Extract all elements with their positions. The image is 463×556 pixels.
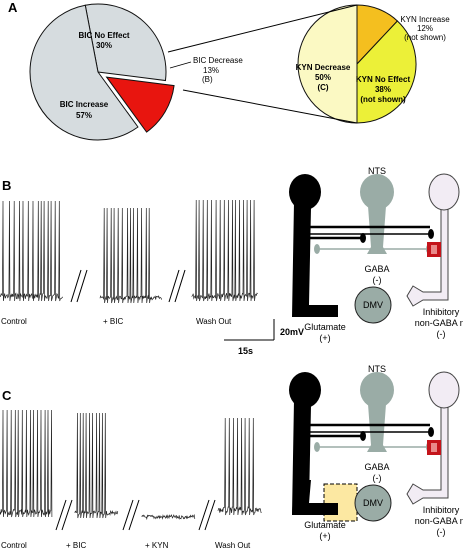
- circuit-diagram-c: NTSDMVGABA(-)Glutamate(+)Inhibitorynon-G…: [289, 364, 463, 541]
- dmv-neuron: [354, 286, 392, 324]
- inhibitory-label-1: Inhibitory: [423, 505, 460, 515]
- inhibitory-sign: (-): [437, 527, 446, 537]
- kyn-pie-chart: [297, 4, 417, 124]
- gaba-axon: [367, 404, 387, 452]
- gaba-neuron-soma: [360, 372, 394, 408]
- trace-c-label-bic: + BIC: [66, 541, 86, 550]
- trace-c-break-2: [122, 499, 140, 531]
- trace-c-washout: [217, 417, 262, 516]
- kyn-highlight-box: [323, 483, 358, 522]
- glutamate-process-2: [303, 227, 362, 240]
- dmv-label: DMV: [363, 300, 383, 310]
- trace-b-washout: [191, 199, 258, 302]
- inhibitory-label-1: Inhibitory: [423, 307, 460, 317]
- gaba-sign: (-): [373, 473, 382, 483]
- inhibitory-label-2: non-GABA nt: [415, 318, 463, 328]
- trace-c-control: [0, 409, 53, 518]
- synapse-terminal: [314, 442, 320, 452]
- kyn-no-effect-note: (not shown): [360, 95, 406, 104]
- trace-b-bic: [99, 207, 163, 304]
- glutamate-process-1: [303, 410, 430, 427]
- bic-no-effect-label: BIC No Effect: [78, 31, 129, 40]
- bic-no-effect-value: 30%: [96, 41, 112, 50]
- trace-b-label-washout: Wash Out: [196, 317, 232, 326]
- scale-bar-time: 15s: [238, 346, 253, 356]
- kyn-increase-label: KYN Increase: [400, 15, 450, 24]
- panel-c-label: C: [2, 388, 12, 403]
- kyn-increase-note: (not shown): [404, 33, 446, 42]
- pie-slice-bic-decrease: [105, 76, 175, 133]
- pie-slice-kyn-no-effect: [356, 20, 417, 124]
- bic-decrease-note: (B): [202, 75, 213, 84]
- glutamate-sign: (+): [319, 333, 330, 343]
- panel-b-label: B: [2, 178, 11, 193]
- glutamate-label: Glutamate: [304, 520, 346, 530]
- bic-increase-label: BIC Increase: [60, 100, 109, 109]
- pie-slice-bic-increase: [29, 4, 139, 141]
- trace-c-label-washout: Wash Out: [215, 541, 251, 550]
- trace-b-label-bic: + BIC: [103, 317, 123, 326]
- synapse-terminal: [428, 229, 434, 239]
- gaba-neuron-soma: [360, 174, 394, 210]
- inhibitory-axon: [406, 206, 449, 307]
- glutamate-sign: (+): [319, 531, 330, 541]
- inhibitory-sign: (-): [437, 329, 446, 339]
- glutamate-neuron-soma: [289, 372, 321, 408]
- kyn-no-effect-label: KYN No Effect: [356, 75, 411, 84]
- inhibitory-neuron-soma: [428, 371, 460, 409]
- trace-b-label-control: Control: [1, 317, 27, 326]
- trace-c-label-control: Control: [1, 541, 27, 550]
- inhibitory-neuron-soma: [428, 173, 460, 211]
- trace-c-kyn: [141, 513, 196, 521]
- kyn-decrease-note: (C): [317, 83, 328, 92]
- receptor-block-inner: [431, 443, 437, 452]
- nts-label: NTS: [368, 166, 386, 176]
- panel-a-label: A: [8, 0, 18, 15]
- glutamate-axon-overlay: [292, 480, 338, 515]
- kyn-decrease-label: KYN Decrease: [296, 63, 351, 72]
- trace-c-label-kyn: + KYN: [145, 541, 169, 550]
- kyn-decrease-value: 50%: [315, 73, 331, 82]
- gaba-sign: (-): [373, 275, 382, 285]
- bic-pie-chart: [29, 3, 175, 141]
- circuit-diagram-b: NTSDMVGABA(-)Glutamate(+)Inhibitorynon-G…: [289, 166, 463, 343]
- gaba-label: GABA: [364, 462, 389, 472]
- glutamate-axon: [292, 202, 338, 317]
- glutamate-process-1: [303, 212, 430, 229]
- nts-label: NTS: [368, 364, 386, 374]
- glutamate-process-2: [303, 425, 362, 438]
- synapse-terminal: [428, 427, 434, 437]
- trace-c-break-3: [198, 499, 216, 531]
- dmv-label: DMV: [363, 498, 383, 508]
- scale-bar: [224, 319, 275, 341]
- inhibitory-axon: [406, 404, 449, 505]
- synapse-terminal: [360, 233, 366, 243]
- trace-c-bic: [74, 412, 119, 519]
- trace-c-break-1: [55, 499, 73, 531]
- bic-decrease-label: BIC Decrease: [193, 56, 243, 65]
- gaba-label: GABA: [364, 264, 389, 274]
- glutamate-label: Glutamate: [304, 322, 346, 332]
- receptor-block-inner: [431, 245, 437, 254]
- kyn-no-effect-value: 38%: [375, 85, 391, 94]
- bic-decrease-leader: [169, 61, 192, 69]
- scale-bar-voltage: 20mV: [280, 327, 304, 337]
- zoom-line-top: [167, 4, 358, 53]
- trace-b-break-2: [168, 269, 186, 303]
- dmv-neuron: [354, 484, 392, 522]
- synapse-terminal: [360, 431, 366, 441]
- kyn-increase-value: 12%: [417, 24, 433, 33]
- bic-decrease-value: 13%: [203, 66, 219, 75]
- inhibitory-label-2: non-GABA nt: [415, 516, 463, 526]
- trace-b-control: [0, 200, 64, 302]
- gaba-axon: [367, 206, 387, 254]
- glutamate-neuron-soma: [289, 174, 321, 210]
- synapse-terminal: [314, 244, 320, 254]
- trace-b-break-1: [70, 269, 88, 303]
- zoom-line-bottom: [182, 89, 358, 124]
- bic-increase-value: 57%: [76, 111, 92, 120]
- pie-slice-bic-no-effect: [84, 3, 167, 82]
